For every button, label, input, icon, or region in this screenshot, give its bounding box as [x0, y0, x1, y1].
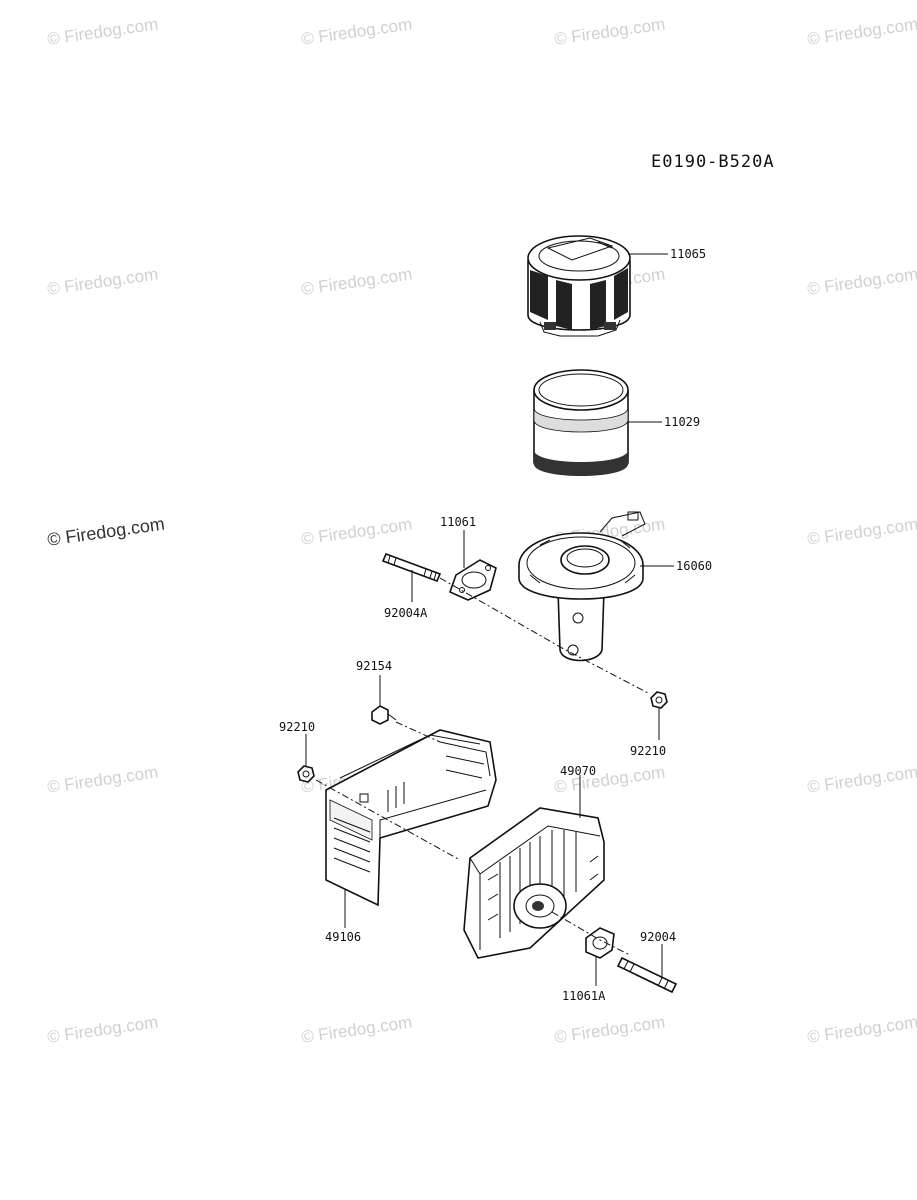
air-cleaner-base[interactable]: [518, 511, 646, 662]
nut-left[interactable]: [297, 765, 315, 783]
part-label: 92004A: [384, 606, 428, 620]
muffler-cover[interactable]: [325, 729, 497, 907]
part-label: 11029: [664, 415, 700, 429]
part-label: 11061A: [562, 989, 606, 1003]
part-label: 49106: [325, 930, 361, 944]
part-label: 11061: [440, 515, 476, 529]
stud-upper[interactable]: [381, 552, 442, 583]
gasket-upper[interactable]: [448, 559, 497, 601]
nut-right[interactable]: [650, 691, 668, 709]
part-label: 92210: [630, 744, 666, 758]
bolt[interactable]: [371, 705, 397, 725]
diagram-code: E0190-B520A: [651, 152, 775, 172]
air-cleaner-cover[interactable]: [527, 235, 631, 337]
part-label: 92004: [640, 930, 676, 944]
part-label: 16060: [676, 559, 712, 573]
stud-lower[interactable]: [616, 956, 678, 994]
part-label: 49070: [560, 764, 596, 778]
part-label: 92154: [356, 659, 392, 673]
filter-element[interactable]: [533, 369, 629, 476]
part-label: 92210: [279, 720, 315, 734]
muffler[interactable]: [463, 807, 605, 959]
part-label: 11065: [670, 247, 706, 261]
gasket-lower[interactable]: [585, 927, 615, 959]
